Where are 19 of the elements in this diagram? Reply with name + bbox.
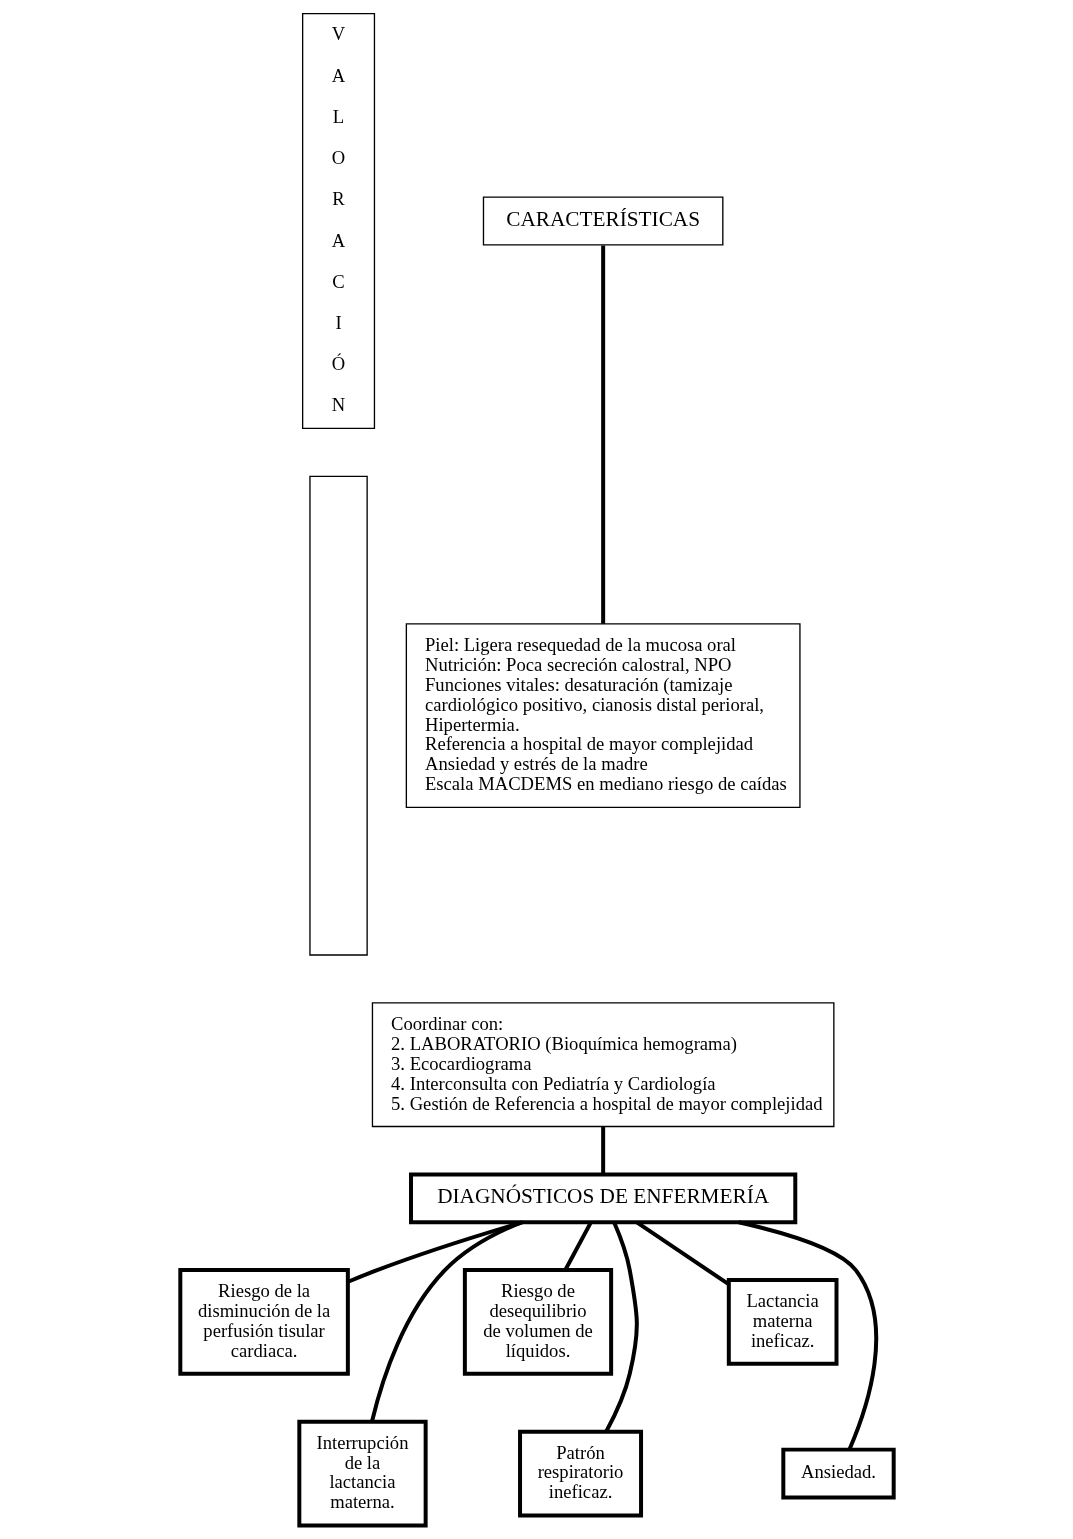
node-box: Ansiedad.	[780, 1447, 896, 1500]
node-box: Interrupción de la lactancia materna.	[296, 1419, 428, 1528]
node-box: DIAGNÓSTICOS DE ENFERMERÍA	[408, 1172, 797, 1225]
node-box: CARACTERÍSTICAS	[482, 196, 723, 246]
node-box: Riesgo de la disminución de la perfusión tisular cardiaca.	[177, 1268, 350, 1376]
node-box	[308, 475, 368, 956]
connector	[369, 1220, 522, 1422]
connector	[600, 245, 605, 624]
connector	[737, 1220, 878, 1451]
node-box: Coordinar con: 2. LABORATORIO (Bioquímica hemograma) 3. Ecocardiograma 4. Interconsulta con Pediatría y Cardiología 5. Gestión de Referencia a hospital de mayor complejidad	[371, 1002, 834, 1128]
node-box: Lactancia materna ineficaz.	[726, 1278, 838, 1366]
node-box: Piel: Ligera resequedad de la mucosa oral Nutrición: Poca secreción calostral, NPO Funciones vitales: desaturación (tamizaje cardiológico positivo, cianosis distal perioral, Hipertermia. Referencia a hospital de mayor complejidad Ansiedad y estrés de la madre Escala MACDEMS en mediano riesgo de caídas	[405, 623, 801, 809]
connector	[563, 1221, 593, 1271]
node-box: Patrón respiratorio ineficaz.	[517, 1429, 643, 1518]
connector	[346, 1220, 523, 1284]
connector	[604, 1221, 639, 1433]
node-box: Riesgo de desequilibrio de volumen de líquidos.	[462, 1268, 613, 1376]
connector	[600, 1126, 605, 1174]
node-box: V A L O R A C I Ó N	[301, 12, 375, 430]
